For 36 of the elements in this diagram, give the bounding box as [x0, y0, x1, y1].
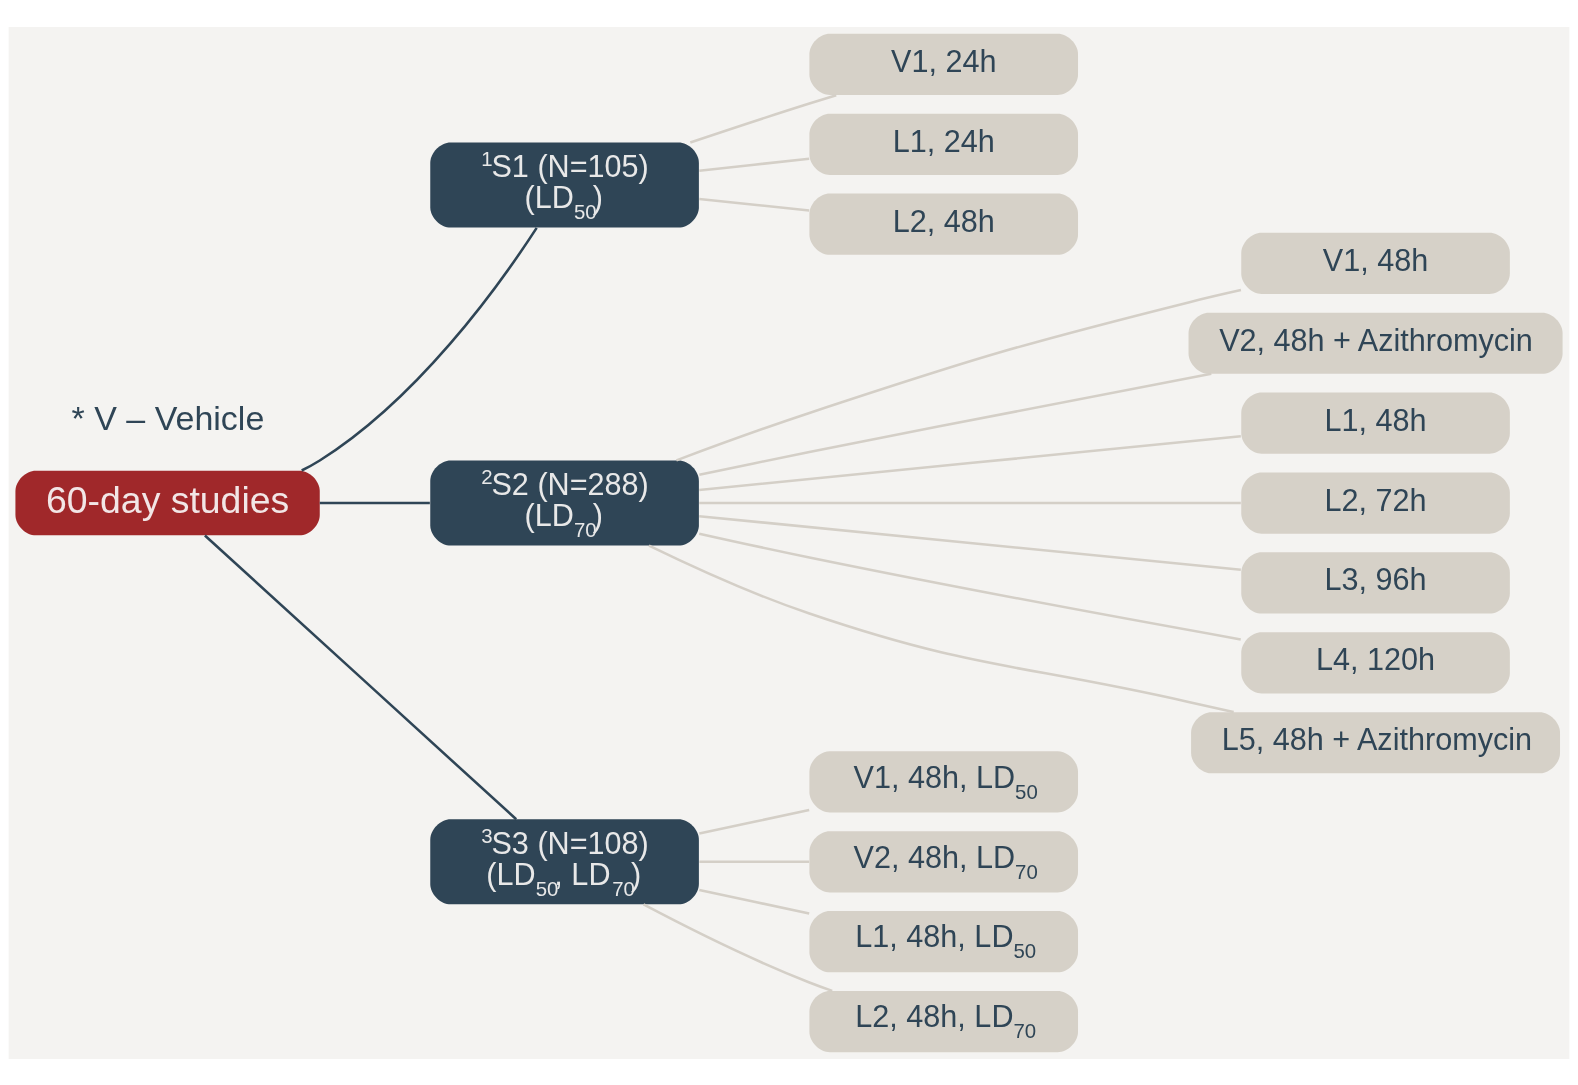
node-box: L1, 48h: [1241, 392, 1510, 454]
node-box: V1, 48h, LD$_{50}$: [809, 750, 1079, 812]
label: * V – Vehicle: [71, 398, 265, 437]
connector: [689, 93, 837, 144]
node-box: L3, 96h: [1241, 551, 1510, 614]
node-box: $^{3}$S3 (N=108) (LD$_{50}$, LD$_{70}$): [430, 818, 699, 904]
connector: [642, 902, 833, 992]
connector: [699, 156, 810, 172]
node-box: L4, 120h: [1241, 631, 1510, 693]
connector: [699, 514, 1241, 571]
node-box: $^{2}$S2 (N=288) (LD$_{70}$): [430, 460, 699, 546]
node-box: L2, 72h: [1241, 471, 1510, 534]
connector: [676, 288, 1242, 461]
node-box: $^{1}$S1 (N=105) (LD$_{50}$): [430, 142, 699, 228]
connector: [204, 534, 518, 820]
connector: [301, 226, 538, 472]
connector: [319, 501, 430, 504]
connector: [699, 197, 810, 212]
node-box: V1, 24h: [809, 33, 1079, 95]
connector: [648, 543, 1234, 713]
node-box: 60-day studies: [15, 470, 320, 535]
connector: [699, 372, 1212, 476]
connector: [699, 501, 1241, 504]
connector: [698, 531, 1241, 641]
node-box: L1, 24h: [809, 113, 1079, 175]
node-box: L5, 48h + Azithromycin: [1191, 711, 1560, 773]
node-box: L2, 48h: [809, 193, 1079, 255]
node-box: L1, 48h, LD$_{50}$: [809, 910, 1079, 972]
node-box: V2, 48h, LD$_{70}$: [809, 830, 1079, 892]
node-box: V2, 48h + Azithromycin: [1188, 312, 1563, 374]
connector: [699, 860, 810, 863]
connector: [699, 434, 1241, 491]
node-box: V1, 48h: [1241, 232, 1510, 294]
connector: [699, 808, 810, 835]
connector: [699, 888, 810, 915]
node-box: L2, 48h, LD$_{70}$: [809, 990, 1079, 1052]
